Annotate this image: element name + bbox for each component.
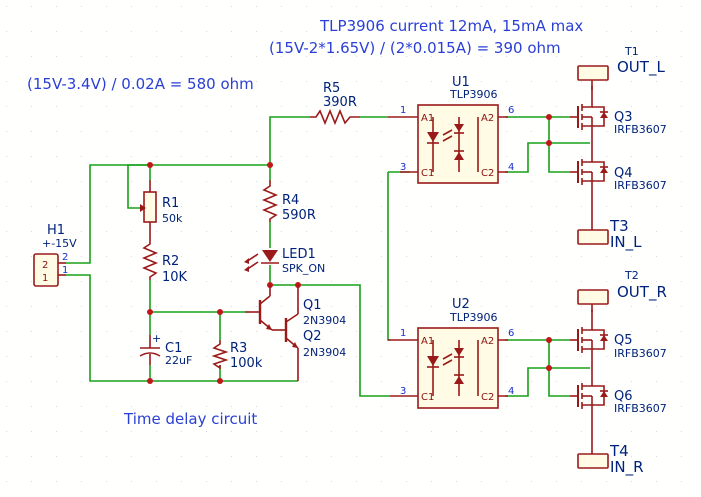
r4-value: 590R xyxy=(282,208,316,223)
q3-value: IRFB3607 xyxy=(614,123,667,136)
optocoupler-u2[interactable]: U2 TLP3906 1 3 6 4 A1 C1 A2 C2 xyxy=(388,297,514,409)
q2-ref: Q2 xyxy=(303,329,322,344)
note-delay-label: Time delay circuit xyxy=(123,410,257,428)
note-tlp-current: TLP3906 current 12mA, 15mA max xyxy=(319,17,583,35)
t1-value: OUT_L xyxy=(617,58,665,77)
u2-c2: C2 xyxy=(481,392,494,403)
connector-h1[interactable]: H1 +-15V 2 1 2 1 xyxy=(33,223,77,287)
t1-ref: T1 xyxy=(624,45,639,58)
r1-ref: R1 xyxy=(162,196,179,211)
r3-ref: R3 xyxy=(230,341,247,356)
q4-ref: Q4 xyxy=(614,166,633,181)
q1-ref: Q1 xyxy=(303,298,322,313)
u1-pin1: 1 xyxy=(400,105,406,116)
t3-value: IN_L xyxy=(610,233,642,252)
c1-plus: + xyxy=(152,332,161,345)
t3-ref: T3 xyxy=(609,217,629,235)
u2-a1: A1 xyxy=(421,336,434,347)
r4-ref: R4 xyxy=(282,193,299,208)
terminal-t1[interactable]: T1 OUT_L xyxy=(577,45,665,90)
q6-ref: Q6 xyxy=(614,389,633,404)
u2-c1: C1 xyxy=(421,392,434,403)
c1-ref: C1 xyxy=(165,341,182,356)
h1-ref: H1 xyxy=(47,223,65,238)
u1-a1: A1 xyxy=(421,113,434,124)
u2-value: TLP3906 xyxy=(449,311,497,324)
h1-pin2-num: 2 xyxy=(62,252,68,263)
u1-c2: C2 xyxy=(481,168,494,179)
r5-ref: R5 xyxy=(323,81,340,96)
note-led-formula: (15V-3.4V) / 0.02A = 580 ohm xyxy=(27,75,254,93)
u1-a2: A2 xyxy=(481,113,494,124)
u2-pin6: 6 xyxy=(508,328,514,339)
resistor-r3[interactable]: R3 100k xyxy=(211,340,263,371)
u2-a2: A2 xyxy=(481,336,494,347)
mosfet-q4[interactable]: Q4 IRFB3607 xyxy=(570,143,667,222)
u2-pin3: 3 xyxy=(400,386,406,397)
h1-value: +-15V xyxy=(42,237,77,250)
r3-value: 100k xyxy=(230,356,263,371)
r2-ref: R2 xyxy=(162,254,179,269)
t2-value: OUT_R xyxy=(617,283,667,302)
u1-ref: U1 xyxy=(452,75,470,90)
resistor-r4[interactable]: R4 590R xyxy=(261,180,316,223)
q6-value: IRFB3607 xyxy=(614,402,667,415)
resistor-r2[interactable]: R2 10K xyxy=(141,238,188,285)
note-tlp-formula: (15V-2*1.65V) / (2*0.015A) = 390 ohm xyxy=(269,39,561,57)
grid-dots xyxy=(6,6,682,482)
r2-value: 10K xyxy=(162,270,188,285)
u2-pin4: 4 xyxy=(508,386,514,397)
terminal-t3[interactable]: T3 IN_L xyxy=(577,217,642,252)
h1-pin1-label: 1 xyxy=(42,273,48,284)
led1-value: SPK_ON xyxy=(282,262,325,275)
u2-pin1: 1 xyxy=(400,328,406,339)
c1-value: 22uF xyxy=(165,354,192,367)
q4-value: IRFB3607 xyxy=(614,179,667,192)
q5-value: IRFB3607 xyxy=(614,347,667,360)
u2-ref: U2 xyxy=(452,297,470,312)
q5-ref: Q5 xyxy=(614,333,633,348)
terminal-t2[interactable]: T2 OUT_R xyxy=(577,269,667,312)
terminal-t4[interactable]: T4 IN_R xyxy=(577,442,644,477)
resistor-r5[interactable]: R5 390R xyxy=(310,81,360,126)
u1-pin3: 3 xyxy=(400,162,406,173)
led-led1[interactable]: LED1 SPK_ON xyxy=(244,247,325,275)
transistor-q2[interactable]: Q2 2N3904 xyxy=(272,285,346,381)
resistor-r1[interactable]: R1 50k xyxy=(140,180,183,238)
u1-c1: C1 xyxy=(421,168,434,179)
u1-pin4: 4 xyxy=(508,162,514,173)
led1-ref: LED1 xyxy=(282,247,316,262)
capacitor-c1[interactable]: + C1 22uF xyxy=(139,332,192,367)
r1-value: 50k xyxy=(162,212,183,225)
t2-ref: T2 xyxy=(624,269,639,282)
q3-ref: Q3 xyxy=(614,110,633,125)
h1-pin2-label: 2 xyxy=(42,260,48,271)
h1-pin1-num: 1 xyxy=(62,265,68,276)
mosfet-q6[interactable]: Q6 IRFB3607 xyxy=(570,368,667,447)
t4-value: IN_R xyxy=(610,458,644,477)
mosfet-q3[interactable]: Q3 IRFB3607 xyxy=(570,86,667,143)
u1-value: TLP3906 xyxy=(449,88,497,101)
r5-value: 390R xyxy=(323,95,357,110)
u1-pin6: 6 xyxy=(508,105,514,116)
t4-ref: T4 xyxy=(609,442,629,460)
mosfet-q5[interactable]: Q5 IRFB3607 xyxy=(570,310,667,368)
transistor-q1[interactable]: Q1 2N3904 xyxy=(245,285,346,331)
q1-value: 2N3904 xyxy=(303,314,346,327)
q2-value: 2N3904 xyxy=(303,346,346,359)
optocoupler-u1[interactable]: U1 TLP3906 1 3 6 4 A1 C1 A2 C2 xyxy=(388,75,514,184)
